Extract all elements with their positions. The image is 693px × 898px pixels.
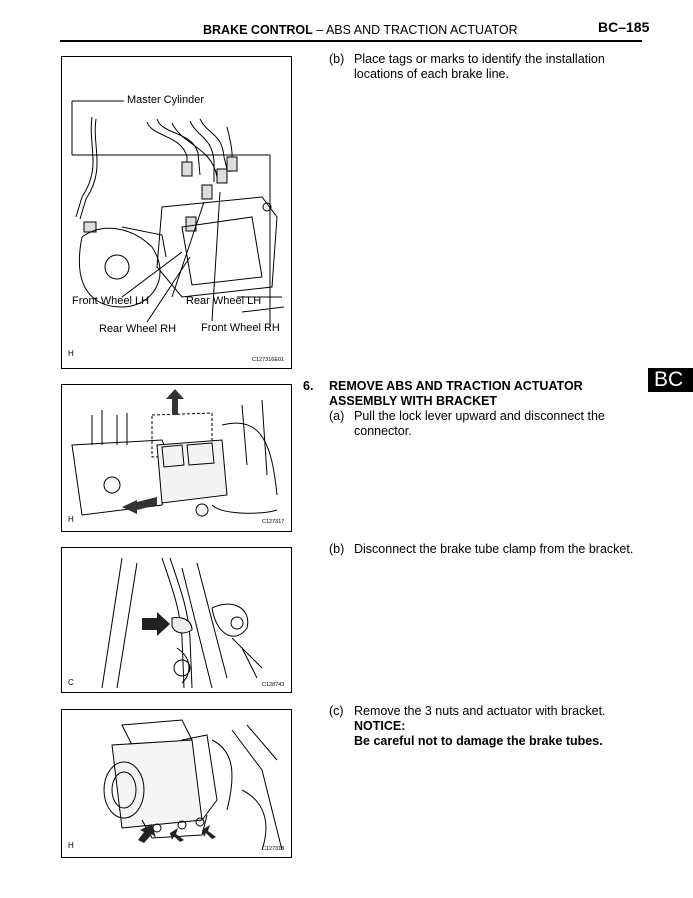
section-tab: BC	[648, 368, 693, 392]
arrow-icon	[202, 825, 216, 839]
up-arrow-icon	[166, 389, 184, 415]
step-5b-label: (b)	[329, 52, 345, 66]
page-number: BC–185	[598, 19, 650, 35]
figure-2-drawing	[71, 389, 278, 517]
header-section: BRAKE CONTROL	[203, 23, 313, 37]
figure-brake-tube-clamp: C C128743	[61, 547, 292, 693]
step-6a-label: (a)	[329, 409, 345, 423]
callout-front-wheel-rh: Front Wheel RH	[201, 322, 280, 334]
step-6a-text-line1: Pull the lock lever upward and disconnec…	[354, 409, 605, 423]
step-6a-text-line2: connector.	[354, 424, 412, 438]
step-5b-text-line1: Place tags or marks to identify the inst…	[354, 52, 605, 66]
header-title: BRAKE CONTROL – ABS AND TRACTION ACTUATO…	[203, 23, 518, 37]
callout-master-cylinder: Master Cylinder	[127, 94, 205, 106]
step-6c-notice-label: NOTICE:	[354, 719, 406, 733]
step-6-number: 6.	[303, 379, 314, 393]
figure-letter: H	[68, 515, 74, 524]
step-6c-label: (c)	[329, 704, 344, 718]
callout-front-wheel-lh: Front Wheel LH	[72, 295, 150, 307]
header-dash: –	[316, 23, 324, 37]
figure-1-drawing	[71, 100, 285, 327]
figure-3-drawing	[101, 557, 263, 689]
left-arrow-icon	[122, 497, 157, 514]
figure-letter: H	[68, 841, 74, 850]
figure-code: C128743	[262, 682, 285, 688]
header-rule	[60, 40, 642, 42]
arrow-icon	[170, 828, 184, 842]
figure-connector-lock-lever: H C127317	[61, 384, 292, 532]
figure-letter: C	[68, 678, 74, 687]
figure-actuator-with-bracket: H C127318	[61, 709, 292, 858]
step-6-title-line2: ASSEMBLY WITH BRACKET	[329, 394, 498, 408]
arrow-icon	[138, 824, 156, 843]
right-arrow-icon	[142, 612, 170, 636]
figure-master-cylinder-lines: Master Cylinder Front Wheel LH Rear Whee…	[61, 56, 292, 369]
header-subject: ABS AND TRACTION ACTUATOR	[325, 23, 518, 37]
step-6c-notice-text: Be careful not to damage the brake tubes…	[354, 734, 603, 748]
figure-letter: H	[68, 349, 74, 358]
step-6b-label: (b)	[329, 542, 345, 556]
figure-code: C127318	[262, 846, 285, 852]
step-6c-text: Remove the 3 nuts and actuator with brac…	[354, 704, 606, 718]
callout-rear-wheel-rh: Rear Wheel RH	[99, 323, 177, 335]
figure-code: C127316E01	[252, 357, 285, 363]
callout-rear-wheel-lh: Rear Wheel LH	[186, 295, 262, 307]
step-6-title-line1: REMOVE ABS AND TRACTION ACTUATOR	[329, 379, 583, 393]
figure-4-drawing	[103, 719, 283, 851]
step-5b-text-line2: locations of each brake line.	[354, 67, 509, 81]
figure-code: C127317	[262, 519, 285, 525]
step-6b-text: Disconnect the brake tube clamp from the…	[354, 542, 634, 556]
